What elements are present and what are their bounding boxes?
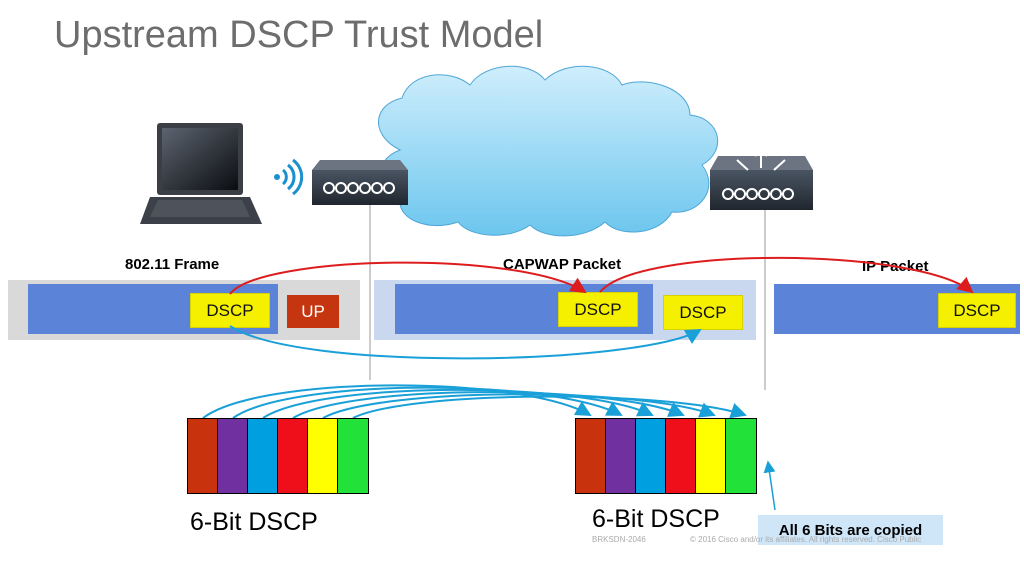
wireless-signal-icon: [274, 158, 304, 196]
dscp-bit-3: [636, 419, 666, 493]
frame-80211-label: 802.11 Frame: [125, 256, 220, 273]
access-point-icon: [312, 160, 408, 205]
dscp-bit-2: [218, 419, 248, 493]
dscp-bit-2: [606, 419, 636, 493]
cloud-icon: [378, 65, 719, 237]
bits-right-group: [575, 418, 757, 494]
left-bits-label: 6-Bit DSCP: [190, 508, 318, 536]
dscp-bit-4: [278, 419, 308, 493]
dscp-field-capwap-outer: DSCP: [663, 295, 743, 330]
dscp-bit-3: [248, 419, 278, 493]
dscp-bit-1: [188, 419, 218, 493]
ip-packet-label: IP Packet: [862, 258, 929, 275]
page-title: Upstream DSCP Trust Model: [54, 14, 544, 56]
dscp-field-capwap-inner: DSCP: [558, 292, 638, 327]
dscp-bit-6: [338, 419, 368, 493]
right-bits-label: 6-Bit DSCP: [592, 505, 720, 533]
bits-left-group: [187, 418, 369, 494]
capwap-packet-label: CAPWAP Packet: [503, 256, 622, 273]
dscp-bit-4: [666, 419, 696, 493]
dscp-bit-5: [696, 419, 726, 493]
footer-copyright: © 2016 Cisco and/or its affiliates. All …: [690, 535, 922, 544]
dscp-field-80211: DSCP: [190, 293, 270, 328]
dscp-field-ip: DSCP: [938, 293, 1016, 328]
dscp-bit-5: [308, 419, 338, 493]
laptop-icon: [140, 123, 262, 224]
footer-session: BRKSDN-2046: [592, 535, 646, 544]
up-field: UP: [287, 295, 339, 328]
dscp-bit-6: [726, 419, 756, 493]
bits-copied-callout: All 6 Bits are copied: [758, 515, 943, 545]
dscp-bit-1: [576, 419, 606, 493]
wlc-controller-icon: [710, 148, 813, 210]
